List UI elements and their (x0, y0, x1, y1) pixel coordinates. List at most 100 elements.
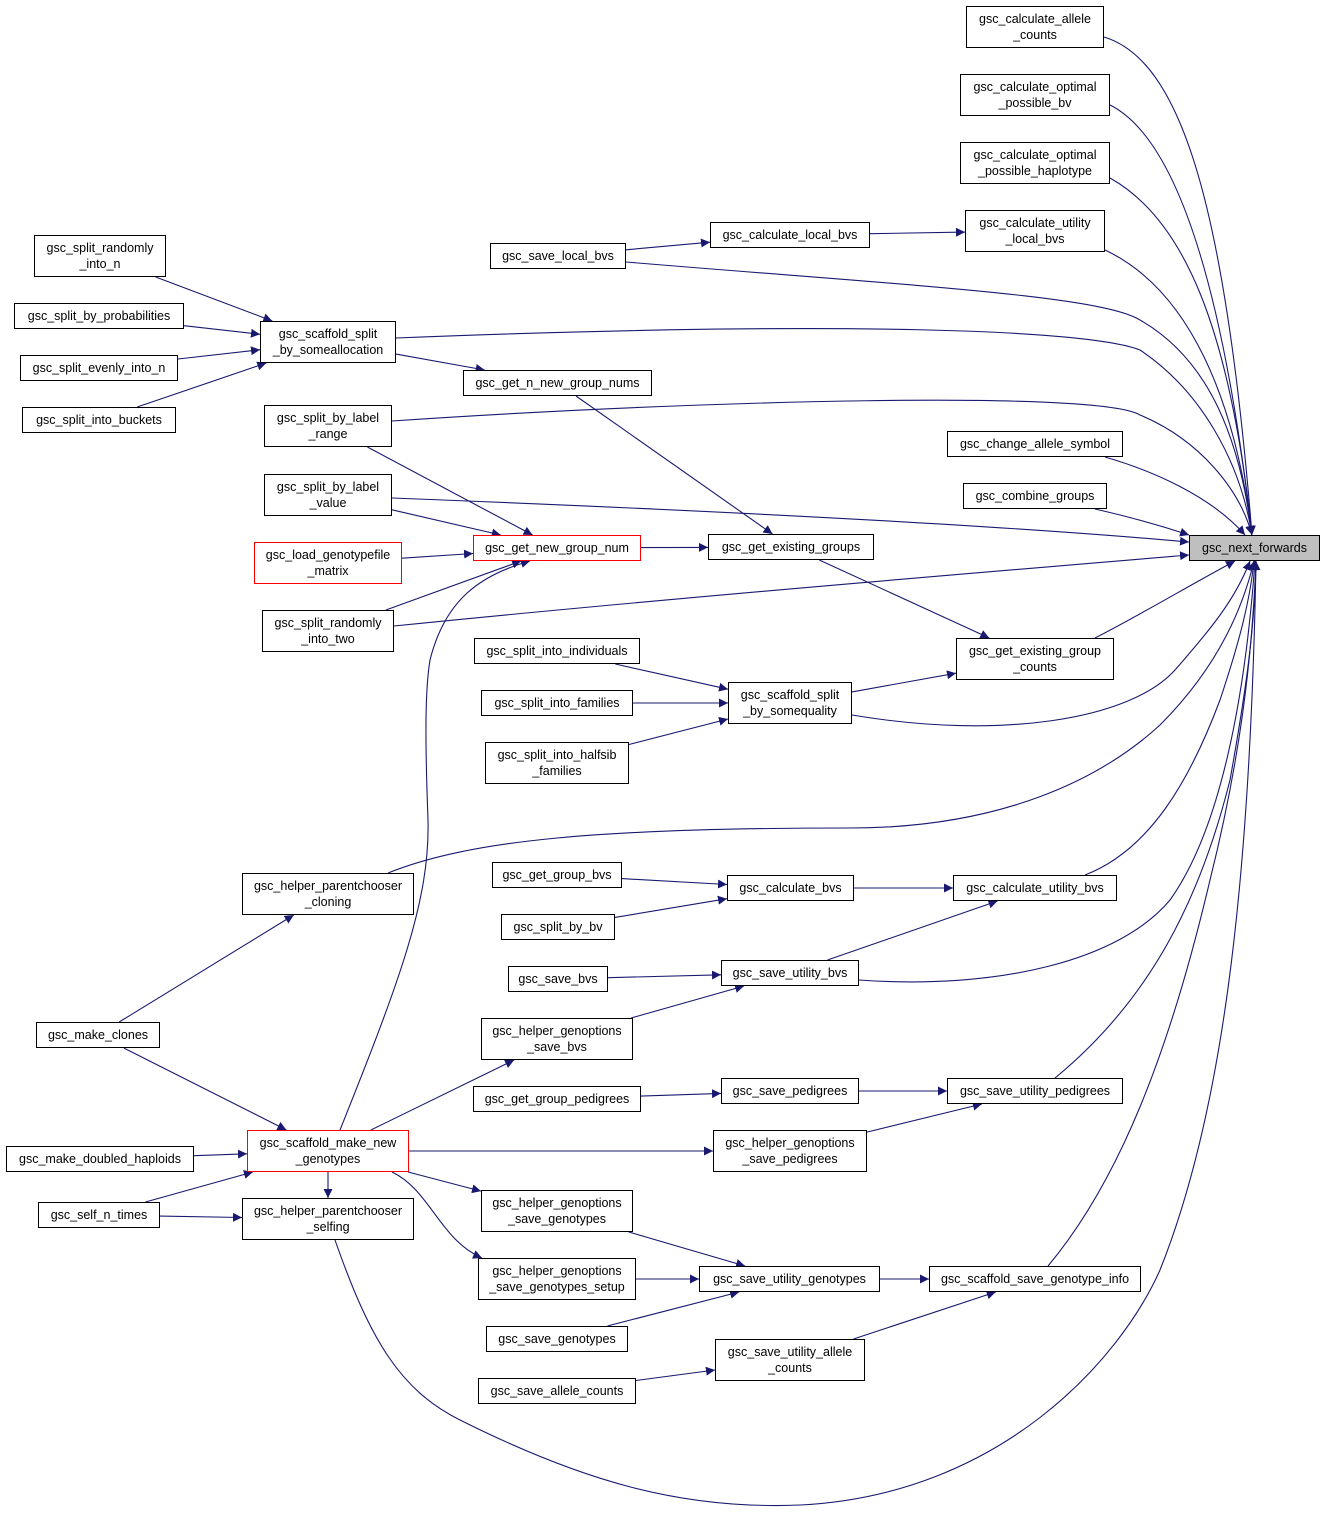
node-save-util-bvs[interactable]: gsc_save_utility_bvs (721, 960, 859, 986)
edge-save-util-bvs-to-calc-util-bvs (827, 899, 998, 961)
node-scaf-save-geno-info[interactable]: gsc_scaffold_save_genotype_info (929, 1266, 1141, 1292)
node-scaf-split-alloc[interactable]: gsc_scaffold_split _by_someallocation (260, 321, 396, 363)
node-label: gsc_save_utility_pedigrees (959, 1084, 1111, 1098)
node-get-new-num[interactable]: gsc_get_new_group_num (473, 535, 641, 561)
node-label: gsc_split_by_bv (513, 920, 603, 934)
node-calc-util-local[interactable]: gsc_calculate_utility _local_bvs (965, 210, 1105, 252)
edge-calc-opt-hap-to-next-forwards (1109, 177, 1256, 536)
node-split-indiv[interactable]: gsc_split_into_individuals (474, 638, 640, 664)
node-label: gsc_split_by_label _value (276, 480, 380, 510)
node-split-prob[interactable]: gsc_split_by_probabilities (14, 303, 184, 329)
edge-scaf-split-equal-to-get-existing-counts (851, 670, 957, 693)
node-get-group-ped[interactable]: gsc_get_group_pedigrees (473, 1086, 641, 1112)
edge-self-n-to-scaf-make-new (145, 1170, 254, 1203)
node-get-n-new[interactable]: gsc_get_n_new_group_nums (463, 370, 652, 396)
node-helper-go-save-ped[interactable]: gsc_helper_genoptions _save_pedigrees (713, 1130, 867, 1172)
node-calc-opt-hap[interactable]: gsc_calculate_optimal _possible_haplotyp… (960, 142, 1110, 184)
node-split-label-range[interactable]: gsc_split_by_label _range (264, 405, 392, 447)
node-scaf-split-equal[interactable]: gsc_scaffold_split _by_somequality (728, 682, 852, 724)
node-scaf-make-new[interactable]: gsc_scaffold_make_new _genotypes (247, 1130, 409, 1172)
node-save-geno[interactable]: gsc_save_genotypes (486, 1326, 628, 1352)
node-save-allele-counts[interactable]: gsc_save_allele_counts (478, 1378, 636, 1404)
edge-split-rand-n-to-scaf-split-alloc (155, 276, 273, 323)
edge-split-indiv-to-scaf-split-equal (615, 663, 729, 692)
node-split-bv[interactable]: gsc_split_by_bv (501, 914, 615, 940)
node-label: gsc_helper_genoptions _save_genotypes (492, 1196, 622, 1226)
node-combine[interactable]: gsc_combine_groups (963, 483, 1107, 509)
node-label: gsc_calculate_utility _local_bvs (979, 216, 1091, 246)
edge-get-group-ped-to-save-ped (640, 1089, 722, 1099)
node-save-util-geno[interactable]: gsc_save_utility_genotypes (699, 1266, 880, 1292)
node-label: gsc_get_group_bvs (502, 868, 612, 882)
node-label: gsc_make_doubled_haploids (19, 1152, 181, 1166)
node-split-label-value[interactable]: gsc_split_by_label _value (264, 474, 392, 516)
edge-split-label-range-to-get-new-num (367, 446, 533, 536)
node-calc-bvs[interactable]: gsc_calculate_bvs (727, 875, 854, 901)
node-split-halfsib[interactable]: gsc_split_into_halfsib _families (485, 742, 629, 784)
node-label: gsc_calculate_utility_bvs (966, 881, 1104, 895)
node-label: gsc_calculate_bvs (739, 881, 842, 895)
edge-calc-util-bvs-to-next-forwards (1084, 560, 1258, 876)
edge-scaf-make-new-to-helper-go-save-bvs (370, 1059, 515, 1131)
node-split-rand-n[interactable]: gsc_split_randomly _into_n (34, 235, 166, 277)
node-label: gsc_scaffold_split _by_someallocation (272, 327, 384, 357)
node-calc-local[interactable]: gsc_calculate_local_bvs (710, 222, 870, 248)
node-helper-cloning[interactable]: gsc_helper_parentchooser _cloning (242, 873, 414, 915)
node-label: gsc_helper_parentchooser _selfing (253, 1204, 403, 1234)
edge-get-n-new-to-get-existing (575, 395, 773, 535)
edge-calc-local-to-calc-util-local (869, 227, 966, 237)
edge-split-label-range-to-next-forwards (391, 399, 1255, 536)
node-save-util-allele[interactable]: gsc_save_utility_allele _counts (715, 1339, 865, 1381)
node-label: gsc_save_local_bvs (502, 249, 614, 263)
node-label: gsc_get_group_pedigrees (484, 1092, 630, 1106)
node-label: gsc_split_by_label _range (276, 411, 380, 441)
node-label: gsc_save_bvs (518, 972, 598, 986)
node-label: gsc_scaffold_save_genotype_info (940, 1272, 1130, 1286)
edge-split-halfsib-to-scaf-split-equal (628, 716, 729, 746)
edge-scaf-make-new-to-helper-go-save-setup (391, 1171, 483, 1259)
node-split-buckets[interactable]: gsc_split_into_buckets (22, 407, 176, 433)
node-self-n[interactable]: gsc_self_n_times (38, 1202, 160, 1228)
edge-helper-selfing-to-next-forwards (334, 560, 1261, 1507)
node-change-allele[interactable]: gsc_change_allele_symbol (947, 431, 1123, 457)
edge-scaf-split-alloc-to-get-n-new (395, 353, 485, 373)
edge-get-group-bvs-to-calc-bvs (621, 878, 728, 889)
node-save-bvs[interactable]: gsc_save_bvs (508, 966, 608, 992)
node-load-geno[interactable]: gsc_load_genotypefile _matrix (254, 542, 402, 584)
node-split-fam[interactable]: gsc_split_into_families (481, 690, 633, 716)
node-label: gsc_helper_parentchooser _cloning (253, 879, 403, 909)
edge-scaf-split-equal-to-next-forwards (851, 560, 1251, 727)
node-make-dh[interactable]: gsc_make_doubled_haploids (6, 1146, 194, 1172)
node-get-group-bvs[interactable]: gsc_get_group_bvs (492, 862, 622, 888)
node-save-util-ped[interactable]: gsc_save_utility_pedigrees (947, 1078, 1123, 1104)
node-label: gsc_split_into_individuals (486, 644, 628, 658)
node-label: gsc_split_into_halfsib _families (497, 748, 617, 778)
node-split-even[interactable]: gsc_split_evenly_into_n (20, 355, 178, 381)
node-helper-go-save-geno[interactable]: gsc_helper_genoptions _save_genotypes (481, 1190, 633, 1232)
node-calc-opt-bv[interactable]: gsc_calculate_optimal _possible_bv (960, 74, 1110, 116)
node-helper-go-save-setup[interactable]: gsc_helper_genoptions _save_genotypes_se… (478, 1258, 636, 1300)
node-label: gsc_get_n_new_group_nums (475, 376, 640, 390)
node-make-clones[interactable]: gsc_make_clones (36, 1022, 160, 1048)
node-label: gsc_helper_genoptions _save_pedigrees (725, 1136, 855, 1166)
node-get-existing[interactable]: gsc_get_existing_groups (708, 534, 874, 560)
edge-helper-go-save-geno-to-save-util-geno (628, 1231, 746, 1268)
node-save-local[interactable]: gsc_save_local_bvs (490, 243, 626, 269)
edge-save-allele-counts-to-save-util-allele (635, 1366, 716, 1382)
edge-save-util-bvs-to-next-forwards (858, 560, 1259, 983)
edge-make-clones-to-scaf-make-new (123, 1047, 287, 1131)
node-calc-allele-counts[interactable]: gsc_calculate_allele _counts (966, 6, 1104, 48)
node-calc-util-bvs[interactable]: gsc_calculate_utility_bvs (953, 875, 1117, 901)
edge-split-rand-two-to-next-forwards (393, 551, 1190, 627)
node-label: gsc_helper_genoptions _save_genotypes_se… (489, 1264, 625, 1294)
node-helper-go-save-bvs[interactable]: gsc_helper_genoptions _save_bvs (481, 1018, 633, 1060)
node-split-rand-two[interactable]: gsc_split_randomly _into_two (262, 610, 394, 652)
node-label: gsc_calculate_allele _counts (979, 12, 1091, 42)
node-helper-selfing[interactable]: gsc_helper_parentchooser _selfing (242, 1198, 414, 1240)
edge-get-existing-counts-to-next-forwards (1094, 560, 1236, 639)
node-get-existing-counts[interactable]: gsc_get_existing_group _counts (956, 638, 1114, 680)
node-label: gsc_save_genotypes (498, 1332, 616, 1346)
node-label: gsc_save_pedigrees (732, 1084, 848, 1098)
node-save-ped[interactable]: gsc_save_pedigrees (721, 1078, 859, 1104)
